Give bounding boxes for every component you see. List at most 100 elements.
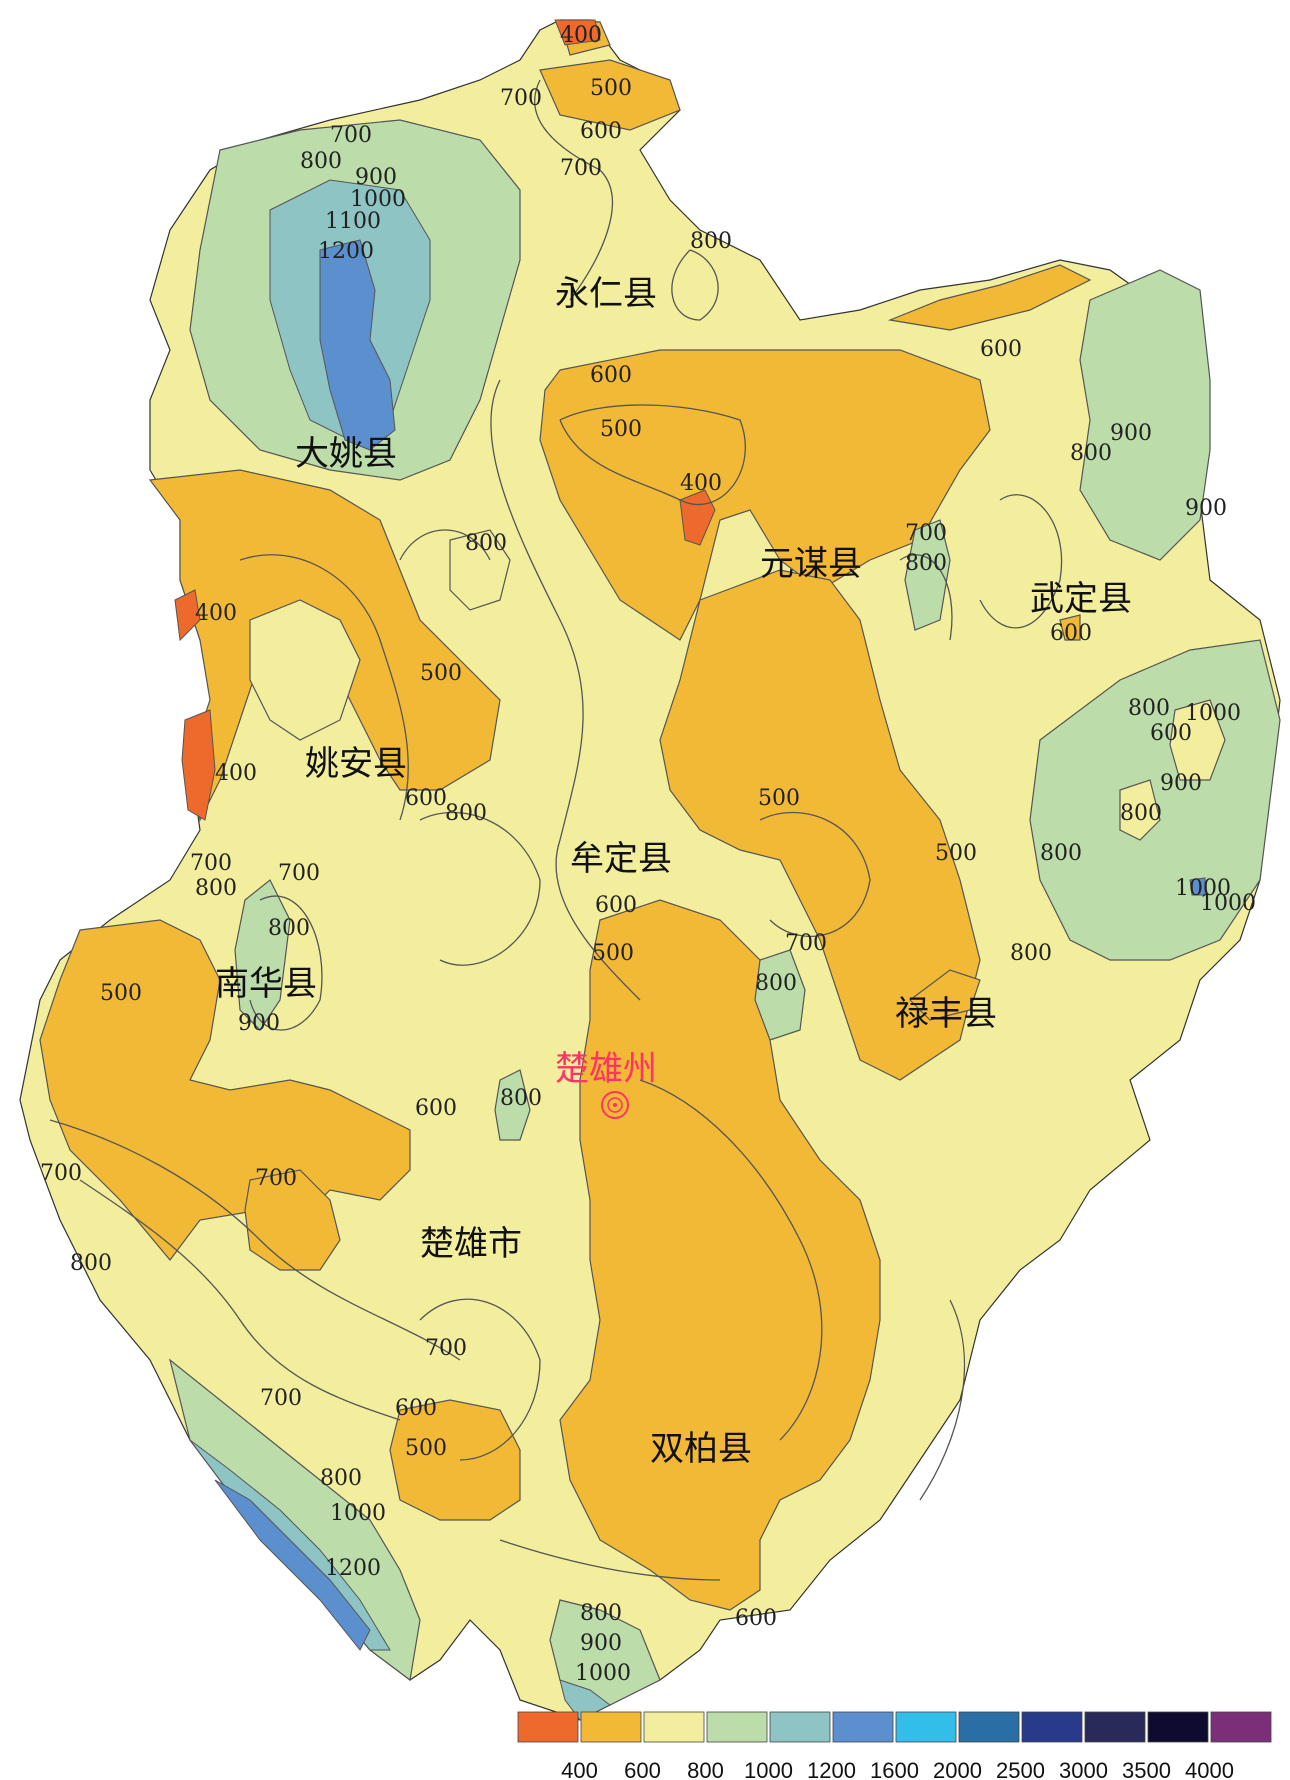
contour-label: 900 [1110, 421, 1152, 446]
contour-label: 400 [195, 601, 237, 626]
legend-tick-label: 2000 [933, 1758, 982, 1780]
contour-label: 500 [935, 841, 977, 866]
contour-label: 900 [1160, 771, 1202, 796]
contour-label: 700 [40, 1161, 82, 1186]
legend-swatch [706, 1711, 768, 1743]
contour-label: 600 [590, 363, 632, 388]
contour-label: 800 [905, 551, 947, 576]
contour-label: 1000 [575, 1661, 631, 1686]
contour-label: 400 [680, 471, 722, 496]
legend-tick-label: 2500 [996, 1758, 1045, 1780]
contour-label: 800 [300, 149, 342, 174]
contour-label: 600 [415, 1096, 457, 1121]
legend-swatch [958, 1711, 1020, 1743]
contour-label: 800 [1120, 801, 1162, 826]
legend-tick-label: 1000 [744, 1758, 793, 1780]
contour-label: 600 [980, 337, 1022, 362]
contour-label: 800 [70, 1251, 112, 1276]
legend-swatch [1021, 1711, 1083, 1743]
contour-label: 800 [1070, 441, 1112, 466]
legend-tick-label: 400 [561, 1758, 598, 1780]
capital-label: 楚雄州 [555, 1049, 657, 1089]
contour-label: 800 [268, 916, 310, 941]
wettest-zones [214, 239, 1206, 1651]
contour-label: 1000 [350, 187, 406, 212]
county-label-shuangbai: 双柏县 [650, 1429, 752, 1469]
contour-label: 500 [592, 941, 634, 966]
contour-label: 800 [1010, 941, 1052, 966]
contour-label: 700 [190, 851, 232, 876]
contour-label: 500 [100, 981, 142, 1006]
contour-label: 1200 [325, 1556, 381, 1581]
legend-swatch [580, 1711, 642, 1743]
county-labels: 永仁县 大姚县 元谋县 武定县 姚安县 牟定县 南华县 禄丰县 楚雄市 双柏县 [215, 274, 1132, 1469]
contour-label: 900 [355, 165, 397, 190]
contour-label: 600 [405, 786, 447, 811]
legend-tick-label: 1200 [807, 1758, 856, 1780]
contour-label: 700 [255, 1166, 297, 1191]
county-label-yaoan: 姚安县 [305, 744, 407, 784]
contour-label: 500 [405, 1436, 447, 1461]
contour-label: 700 [260, 1386, 302, 1411]
legend-swatch [832, 1711, 894, 1743]
county-label-mouding: 牟定县 [570, 839, 672, 879]
legend-tick-label: 800 [687, 1758, 724, 1780]
contour-label: 600 [580, 119, 622, 144]
county-label-yuanmou: 元谋县 [760, 544, 862, 584]
contour-label: 800 [320, 1466, 362, 1491]
contour-label: 700 [330, 123, 372, 148]
contour-label: 900 [238, 1011, 280, 1036]
contour-label: 700 [905, 521, 947, 546]
contour-label: 800 [755, 971, 797, 996]
contour-label: 1000 [1200, 891, 1256, 916]
county-label-chuxiong-city: 楚雄市 [420, 1224, 522, 1264]
legend-tick-label: 3500 [1122, 1758, 1171, 1780]
legend-tick-label: 4000 [1185, 1758, 1234, 1780]
legend-swatch [1084, 1711, 1146, 1743]
legend-swatch [895, 1711, 957, 1743]
contour-label: 1200 [318, 239, 374, 264]
legend-tick-label: 3000 [1059, 1758, 1108, 1780]
contour-label: 600 [1150, 721, 1192, 746]
contour-label: 400 [560, 23, 602, 48]
contour-label: 800 [445, 801, 487, 826]
legend-swatch [517, 1711, 579, 1743]
legend-swatch [643, 1711, 705, 1743]
contour-label: 400 [215, 761, 257, 786]
county-label-yongren: 永仁县 [555, 274, 657, 314]
contour-label: 800 [1040, 841, 1082, 866]
contour-label: 700 [560, 156, 602, 181]
legend-swatch [1210, 1711, 1272, 1743]
capital-marker: 楚雄州 [555, 1049, 657, 1119]
high-pockets [249, 529, 1226, 841]
contour-label: 900 [1185, 496, 1227, 521]
county-label-lufeng: 禄丰县 [895, 994, 997, 1034]
contour-label: 700 [500, 86, 542, 111]
contour-label: 1000 [1175, 876, 1231, 901]
contour-label: 800 [580, 1601, 622, 1626]
legend-swatch [1147, 1711, 1209, 1743]
contour-label: 700 [278, 861, 320, 886]
contour-label: 600 [595, 893, 637, 918]
contour-label: 800 [195, 876, 237, 901]
county-label-nanhua: 南华县 [215, 964, 317, 1004]
contour-label: 500 [758, 786, 800, 811]
legend-tick-label: 600 [624, 1758, 661, 1780]
contour-label: 800 [1128, 696, 1170, 721]
contour-labels: 400 500 700 600 700 700 800 900 1000 110… [40, 23, 1256, 1686]
contour-label: 900 [580, 1631, 622, 1656]
contour-label: 800 [690, 229, 732, 254]
dry-zones [39, 19, 1092, 1611]
contour-label: 500 [600, 417, 642, 442]
contour-label: 700 [785, 931, 827, 956]
legend-swatch [769, 1711, 831, 1743]
contour-label: 600 [735, 1606, 777, 1631]
capital-target-icon [601, 1091, 629, 1119]
contour-lines [49, 79, 1063, 1581]
contour-label: 1000 [1185, 701, 1241, 726]
contour-label: 500 [590, 76, 632, 101]
contour-label: 1100 [325, 209, 381, 234]
contour-label: 800 [465, 531, 507, 556]
contour-label: 700 [425, 1336, 467, 1361]
